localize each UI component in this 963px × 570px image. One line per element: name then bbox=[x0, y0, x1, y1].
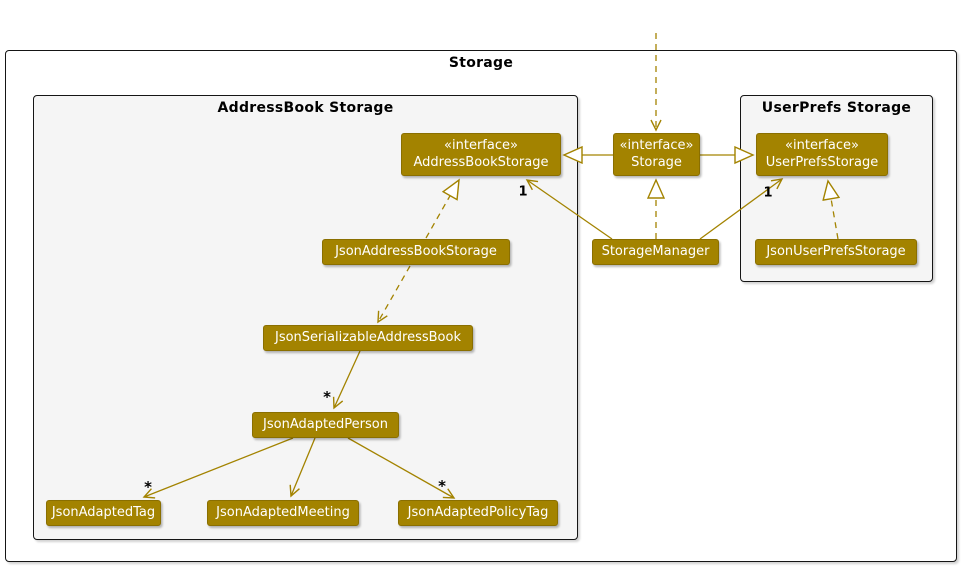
class-jsonadaptedtag-name: JsonAdaptedTag bbox=[51, 504, 156, 520]
class-addressbookstorage-interface: «interface» AddressBookStorage bbox=[401, 133, 561, 176]
class-jsonadaptedpolicytag: JsonAdaptedPolicyTag bbox=[398, 500, 558, 526]
class-storage-name: Storage bbox=[631, 154, 682, 170]
class-jsonuserprefsstorage: JsonUserPrefsStorage bbox=[755, 239, 917, 265]
multiplicity-adaptedperson-adaptedtag: * bbox=[144, 478, 152, 497]
class-jsonadaptedperson-name: JsonAdaptedPerson bbox=[263, 416, 388, 432]
class-addressbookstorage-stereotype: «interface» bbox=[444, 137, 518, 153]
class-jsonserializableaddressbook-name: JsonSerializableAddressBook bbox=[275, 329, 461, 345]
class-userprefsstorage-name: UserPrefsStorage bbox=[765, 154, 879, 170]
class-addressbookstorage-name: AddressBookStorage bbox=[413, 154, 549, 170]
class-jsonserializableaddressbook: JsonSerializableAddressBook bbox=[263, 325, 473, 351]
class-jsonuserprefsstorage-name: JsonUserPrefsStorage bbox=[766, 243, 906, 259]
multiplicity-storagemanager-userprefsstorage: 1 bbox=[763, 185, 773, 201]
class-storage-stereotype: «interface» bbox=[619, 137, 694, 153]
multiplicity-adaptedperson-adaptedpolicytag: * bbox=[438, 477, 446, 496]
frame-storage-title: Storage bbox=[448, 55, 514, 71]
multiplicity-storagemanager-addressbookstorage: 1 bbox=[518, 184, 528, 200]
class-jsonaddressbookstorage: JsonAddressBookStorage bbox=[322, 239, 510, 265]
class-jsonaddressbookstorage-name: JsonAddressBookStorage bbox=[335, 243, 497, 259]
class-userprefsstorage-stereotype: «interface» bbox=[785, 137, 859, 153]
class-jsonadaptedpolicytag-name: JsonAdaptedPolicyTag bbox=[407, 504, 549, 520]
class-userprefsstorage-interface: «interface» UserPrefsStorage bbox=[756, 133, 888, 176]
frame-userprefs-storage-title: UserPrefs Storage bbox=[761, 100, 912, 116]
class-storage-interface: «interface» Storage bbox=[613, 133, 700, 176]
class-jsonadaptedperson: JsonAdaptedPerson bbox=[252, 412, 399, 438]
class-jsonadaptedmeeting: JsonAdaptedMeeting bbox=[207, 500, 359, 526]
class-jsonadaptedmeeting-name: JsonAdaptedMeeting bbox=[216, 504, 350, 520]
class-storagemanager-name: StorageManager bbox=[601, 243, 710, 259]
class-storagemanager: StorageManager bbox=[592, 239, 719, 265]
multiplicity-serializableaddressbook-adaptedperson: * bbox=[323, 388, 331, 407]
frame-addressbook-storage-title: AddressBook Storage bbox=[217, 100, 394, 116]
class-jsonadaptedtag: JsonAdaptedTag bbox=[46, 500, 161, 526]
